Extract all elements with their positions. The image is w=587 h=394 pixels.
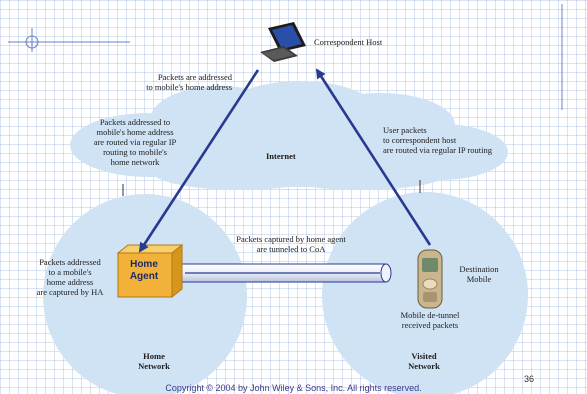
packets-routed-regular-ip-label: Packets addressed to mobile's home addre… [93, 117, 177, 167]
mobile-phone-icon [417, 249, 443, 309]
visited-network-label: Visited Network [408, 351, 440, 371]
destination-mobile-label: Destination Mobile [459, 264, 499, 284]
mobile-detunnel-label: Mobile de-tunnel received packets [400, 310, 460, 330]
slide-number: 36 [524, 374, 535, 384]
packets-captured-by-ha-label: Packets addressed to a mobile's home add… [36, 257, 104, 297]
internet-label: Internet [266, 151, 296, 161]
arrow-host-to-home-agent [138, 69, 260, 253]
tunnel-pipe [177, 263, 392, 283]
home-agent-label: Home Agent [129, 259, 159, 282]
home-agent-box [116, 243, 184, 299]
packets-addressed-home-label: Packets are addressed to mobile's home a… [146, 72, 232, 92]
rule-circle [25, 35, 39, 49]
arrow-mobile-to-host [315, 68, 432, 246]
laptop-icon [260, 22, 306, 62]
tunneled-to-coa-label: Packets captured by home agent are tunne… [236, 234, 346, 254]
correspondent-host-label: Correspondent Host [314, 37, 383, 47]
decorative-lines [8, 4, 563, 110]
user-packets-label: User packets to correspondent host are r… [383, 125, 492, 155]
home-network-label: Home Network [138, 351, 170, 371]
copyright-footer: Copyright © 2004 by John Wiley & Sons, I… [165, 383, 422, 393]
internet-cloud [70, 81, 508, 190]
